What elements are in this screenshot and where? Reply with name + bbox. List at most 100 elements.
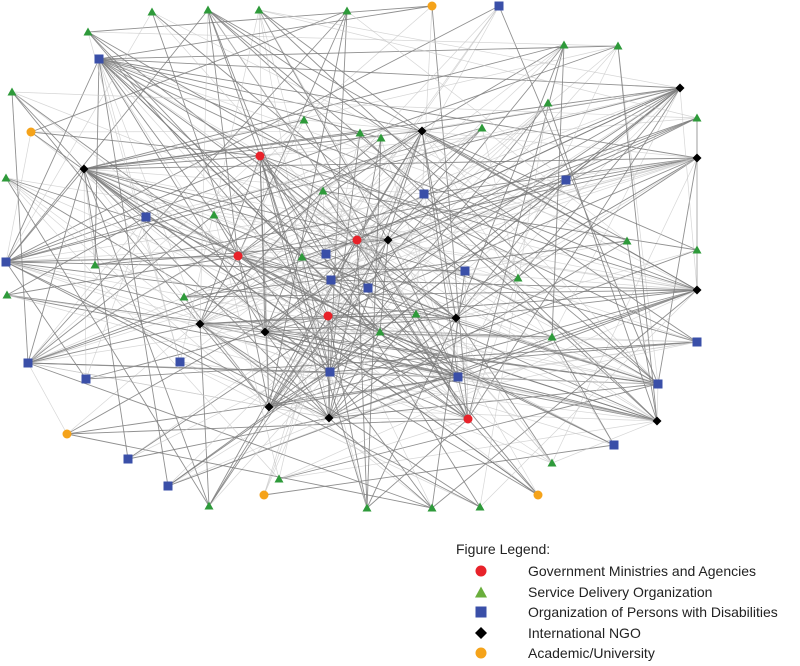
network-edge [455, 317, 459, 378]
network-edge [278, 132, 361, 480]
network-edge [237, 255, 659, 385]
ngo-node [692, 285, 702, 295]
network-edge [199, 323, 659, 385]
network-edge [207, 9, 698, 343]
network-edge [481, 127, 628, 242]
network-edge [5, 58, 100, 263]
network-edge [199, 313, 417, 325]
network-edge [5, 131, 32, 263]
network-edge [278, 420, 658, 480]
ngo-node [675, 83, 685, 93]
service-delivery-node [2, 290, 12, 299]
network-edge [455, 317, 659, 385]
network-edge [27, 362, 331, 373]
network-edge [87, 5, 433, 33]
network-edge [5, 177, 280, 480]
service-delivery-node [559, 40, 569, 49]
network-edge [264, 317, 457, 333]
service-delivery-node [147, 7, 157, 16]
network-edge [268, 341, 698, 408]
service-delivery-node [622, 236, 632, 245]
network-edge [547, 102, 658, 422]
network-edge [387, 239, 698, 343]
network-edge [27, 315, 329, 364]
network-edge [467, 418, 539, 496]
network-edge [617, 45, 658, 422]
network-edge [431, 5, 469, 420]
network-edge [199, 323, 266, 333]
network-edge [259, 87, 681, 157]
opd-node [23, 358, 33, 368]
network-edge [464, 240, 628, 272]
network-edge [199, 323, 210, 507]
network-edge [98, 58, 457, 319]
service-delivery-node [547, 458, 557, 467]
network-edge [98, 58, 681, 89]
network-edge [481, 127, 519, 279]
service-delivery-node [90, 260, 100, 269]
network-edge [98, 58, 469, 420]
network-edge [98, 58, 628, 242]
network-edge [199, 155, 261, 325]
opd-node [94, 54, 104, 64]
network-edge [83, 119, 305, 170]
network-edge [322, 190, 698, 251]
opd-node [163, 481, 173, 491]
service-delivery-node [411, 309, 421, 318]
network-edge [329, 371, 459, 378]
network-edge [5, 177, 210, 507]
network-edge [551, 87, 681, 338]
orange-circle-icon [475, 647, 487, 659]
service-delivery-node [375, 327, 385, 336]
academic-node [62, 429, 72, 439]
network-edge [264, 331, 698, 343]
ngo-node [383, 235, 393, 245]
network-edge [98, 58, 433, 509]
network-edge [66, 418, 469, 435]
network-edge [322, 190, 459, 378]
network-edge [30, 131, 539, 496]
network-edge [387, 179, 567, 241]
network-edge [679, 87, 698, 291]
network-edge [268, 406, 481, 508]
opd-node [175, 357, 185, 367]
ngo-node [451, 313, 461, 323]
network-edge [98, 45, 619, 60]
network-edge [6, 294, 658, 422]
network-edge [322, 190, 469, 420]
network-edge [179, 9, 260, 363]
network-edge [213, 214, 280, 480]
network-edge [327, 315, 330, 419]
network-edge [498, 5, 659, 385]
network-edge [127, 315, 329, 460]
network-edge [258, 9, 423, 132]
network-edge [259, 155, 698, 291]
network-edge [268, 376, 459, 408]
network-edge [11, 91, 201, 325]
opd-node [123, 454, 133, 464]
network-edge [327, 87, 681, 317]
network-edge [366, 418, 469, 509]
network-edge [6, 294, 469, 420]
network-edge [258, 9, 330, 419]
network-edge [455, 317, 553, 464]
network-edge [199, 253, 327, 325]
network-edge [199, 190, 324, 325]
network-edge [431, 270, 466, 509]
network-edge [264, 331, 270, 408]
network-edge [479, 289, 698, 508]
legend-label-opd: Organization of Persons with Disabilitie… [528, 604, 778, 620]
service-delivery-node [274, 474, 284, 483]
network-edge [27, 168, 85, 364]
network-edge [325, 193, 425, 255]
network-edge [5, 261, 481, 508]
network-edge [415, 5, 433, 315]
network-edge [199, 255, 239, 325]
service-delivery-node [83, 27, 93, 36]
network-edge [27, 362, 270, 408]
ngo-node [324, 413, 334, 423]
network-edge [5, 45, 619, 263]
network-edge [85, 216, 147, 380]
network-edge [83, 168, 698, 343]
service-delivery-node [692, 245, 702, 254]
